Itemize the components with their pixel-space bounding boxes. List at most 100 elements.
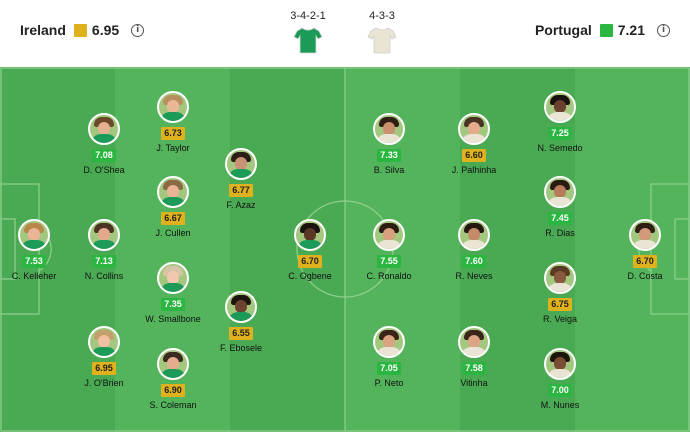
player-name: F. Azaz (226, 200, 256, 210)
player-avatar (629, 219, 661, 251)
player-card[interactable]: 7.08 D. O'Shea (59, 113, 149, 176)
away-kit-icon (367, 27, 397, 54)
player-card[interactable]: 6.70 C. Ogbene (265, 219, 355, 282)
player-name: J. O'Brien (84, 378, 124, 388)
player-avatar (544, 348, 576, 380)
player-rating: 7.00 (548, 384, 572, 397)
player-avatar (157, 348, 189, 380)
home-team-rating: 6.95 (91, 22, 120, 38)
player-rating: 7.08 (92, 149, 116, 162)
player-card[interactable]: 7.45 R. Dias (515, 176, 605, 239)
player-rating: 7.53 (22, 255, 46, 268)
player-card[interactable]: 7.05 P. Neto (344, 326, 434, 389)
player-name: M. Nunes (540, 400, 580, 410)
player-name: C. Ogbene (288, 271, 332, 281)
player-name: N. Collins (84, 271, 124, 281)
info-icon[interactable]: i (131, 23, 145, 37)
player-avatar (544, 91, 576, 123)
player-avatar (544, 176, 576, 208)
player-card[interactable]: 7.60 R. Neves (429, 219, 519, 282)
player-card[interactable]: 6.70 D. Costa (600, 219, 690, 282)
player-rating: 7.45 (548, 212, 572, 225)
player-card[interactable]: 7.00 M. Nunes (515, 348, 605, 411)
player-card[interactable]: 6.90 S. Coleman (128, 348, 218, 411)
player-rating: 6.90 (161, 384, 185, 397)
player-name: N. Semedo (537, 143, 583, 153)
player-name: R. Dias (545, 228, 575, 238)
player-avatar (458, 326, 490, 358)
player-card[interactable]: 6.60 J. Palhinha (429, 113, 519, 176)
away-formation: 4-3-3 (352, 10, 412, 58)
player-rating: 6.70 (298, 255, 322, 268)
player-name: W. Smallbone (145, 314, 201, 324)
player-name: S. Coleman (149, 400, 197, 410)
home-formation: 3-4-2-1 (278, 10, 338, 58)
player-card[interactable]: 7.58 Vitinha (429, 326, 519, 389)
player-avatar (88, 326, 120, 358)
player-rating: 6.67 (161, 212, 185, 225)
player-rating: 7.33 (377, 149, 401, 162)
player-name: D. Costa (627, 271, 663, 281)
player-avatar (373, 113, 405, 145)
player-name: R. Veiga (542, 314, 578, 324)
player-avatar (373, 326, 405, 358)
player-rating: 6.55 (229, 327, 253, 340)
player-name: F. Ebosele (219, 343, 263, 353)
player-rating: 7.55 (377, 255, 401, 268)
player-name: R. Neves (455, 271, 493, 281)
player-rating: 7.58 (462, 362, 486, 375)
player-rating: 7.35 (161, 298, 185, 311)
player-card[interactable]: 7.55 C. Ronaldo (344, 219, 434, 282)
player-rating: 6.95 (92, 362, 116, 375)
player-name: J. Taylor (156, 143, 190, 153)
info-icon[interactable]: i (657, 23, 670, 37)
player-card[interactable]: 7.53 C. Kelleher (0, 219, 79, 282)
player-card[interactable]: 6.75 R. Veiga (515, 262, 605, 325)
player-name: C. Ronaldo (366, 271, 412, 281)
player-avatar (18, 219, 50, 251)
away-formation-label: 4-3-3 (369, 10, 395, 22)
player-avatar (157, 91, 189, 123)
away-team-name: Portugal (534, 22, 592, 38)
away-team: Portugal 7.21 i (535, 22, 670, 38)
player-avatar (458, 113, 490, 145)
player-rating: 7.05 (377, 362, 401, 375)
player-name: J. Palhinha (451, 165, 497, 175)
player-avatar (294, 219, 326, 251)
player-name: B. Silva (373, 165, 405, 175)
player-rating: 7.25 (548, 127, 572, 140)
player-avatar (225, 291, 257, 323)
player-rating: 7.60 (462, 255, 486, 268)
player-card[interactable]: 7.35 W. Smallbone (128, 262, 218, 325)
player-card[interactable]: 6.95 J. O'Brien (59, 326, 149, 389)
player-rating: 6.77 (229, 184, 253, 197)
player-name: J. Cullen (155, 228, 191, 238)
player-name: Vitinha (460, 378, 488, 388)
away-rating-swatch (599, 23, 613, 37)
player-card[interactable]: 6.77 F. Azaz (196, 148, 286, 211)
player-card[interactable]: 7.13 N. Collins (59, 219, 149, 282)
home-team: Ireland 6.95 i (20, 22, 145, 38)
player-avatar (157, 176, 189, 208)
player-rating: 6.75 (548, 298, 572, 311)
player-avatar (373, 219, 405, 251)
player-avatar (88, 113, 120, 145)
player-avatar (88, 219, 120, 251)
player-rating: 6.70 (633, 255, 657, 268)
player-rating: 6.73 (161, 127, 185, 140)
pitch: 7.53 C. Kelleher 7.08 D. O'Shea 7.13 N. … (0, 67, 690, 432)
player-rating: 7.13 (92, 255, 116, 268)
player-card[interactable]: 6.55 F. Ebosele (196, 291, 286, 354)
player-card[interactable]: 7.25 N. Semedo (515, 91, 605, 154)
match-header: Ireland 6.95 i 3-4-2-1 4-3-3 Portugal 7.… (0, 0, 690, 67)
player-card[interactable]: 7.33 B. Silva (344, 113, 434, 176)
player-card[interactable]: 6.73 J. Taylor (128, 91, 218, 154)
home-formation-label: 3-4-2-1 (290, 10, 326, 22)
player-card[interactable]: 6.67 J. Cullen (128, 176, 218, 239)
player-avatar (544, 262, 576, 294)
player-rating: 6.60 (462, 149, 486, 162)
away-team-rating: 7.21 (617, 22, 645, 38)
player-name: C. Kelleher (11, 271, 57, 281)
player-name: P. Neto (374, 378, 404, 388)
player-avatar (458, 219, 490, 251)
